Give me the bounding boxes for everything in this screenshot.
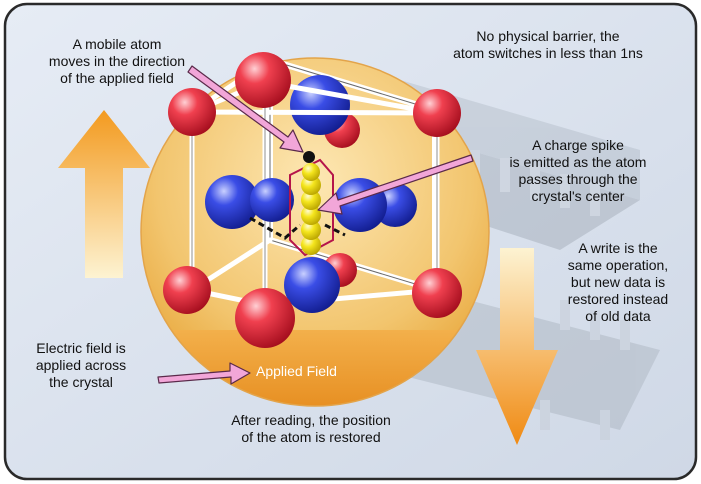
yellow-atom xyxy=(301,190,321,210)
pointer-arrow-charge-spike xyxy=(317,154,474,215)
blue-atom xyxy=(284,257,340,313)
downward-field-arrow xyxy=(476,248,558,445)
label-charge-spike: A charge spike is emitted as the atom pa… xyxy=(509,137,647,204)
red-atom xyxy=(163,266,211,314)
label-write-operation: A write is the same operation, but new d… xyxy=(567,240,669,324)
blue-atom xyxy=(205,175,259,229)
label-no-barrier: No physical barrier, the atom switches i… xyxy=(453,28,643,61)
red-atom xyxy=(168,88,216,136)
label-applied-field: Applied Field xyxy=(256,363,337,379)
label-electric-field: Electric field is applied across the cry… xyxy=(35,340,127,390)
yellow-atom xyxy=(301,205,321,225)
red-atom xyxy=(412,268,462,318)
pointer-arrow-electric-field xyxy=(157,362,251,385)
yellow-atom xyxy=(302,163,320,181)
yellow-atom xyxy=(301,220,321,240)
red-atom xyxy=(235,288,295,348)
label-after-reading: After reading, the position of the atom … xyxy=(231,412,391,445)
blue-atom xyxy=(250,178,294,222)
yellow-atom xyxy=(301,235,321,255)
label-mobile-atom: A mobile atom moves in the direction of … xyxy=(48,36,186,86)
red-atom xyxy=(235,52,291,108)
black-mobile-atom xyxy=(303,151,315,163)
mobile-atom-column xyxy=(249,151,346,257)
red-atom xyxy=(413,89,461,137)
upward-field-arrow xyxy=(58,110,150,278)
blue-atom xyxy=(290,75,350,135)
yellow-atom xyxy=(301,175,321,195)
pointer-arrow-mobile-atom xyxy=(187,65,304,153)
